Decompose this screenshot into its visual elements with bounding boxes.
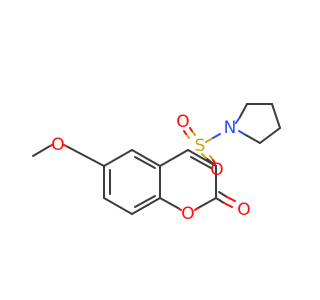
- nitrogen-label: N: [224, 118, 237, 138]
- bond-c3-s-yellow: [201, 153, 207, 159]
- bond-s-o-top-b-red: [189, 127, 193, 132]
- bond-c2-carbonyl-2-red: [226, 196, 236, 202]
- bond-c4-n-blue: [238, 130, 245, 135]
- bond-c2-o1: [197, 197, 217, 209]
- sulfonyl-oxygen-top-label: O: [176, 112, 189, 132]
- bond-n-c1: [239, 103, 248, 118]
- carbonyl-oxygen-label: O: [237, 200, 250, 220]
- bond-c3-s: [205, 157, 217, 167]
- bond-c2-c3: [271, 103, 281, 129]
- bond-c4-c3-inner: [190, 156, 212, 169]
- bond-s-o-bottom-a-red: [212, 159, 216, 164]
- bond-o1-c8a: [159, 197, 179, 209]
- bond-c5-c4a-inner: [134, 156, 156, 169]
- bond-c6-c5: [103, 149, 133, 167]
- bond-c4-n: [243, 133, 261, 144]
- sulfur-label: S: [195, 136, 206, 156]
- bond-c2-carbonyl-red: [223, 202, 233, 208]
- bond-c8-c7: [103, 197, 133, 215]
- bond-methyl-o: [32, 145, 51, 157]
- bond-c4a-c4: [159, 149, 189, 167]
- bond-c8a-c8: [131, 197, 161, 215]
- bond-c3-c4: [259, 127, 281, 144]
- bond-methyl-o-red: [49, 144, 53, 147]
- sulfonyl-oxygen-bottom-label: O: [210, 160, 223, 180]
- bond-o-c6: [67, 146, 105, 167]
- bond-c2-carbonyl: [215, 197, 225, 204]
- bond-c2-o1-red: [194, 207, 199, 211]
- bond-c8a-c8-inner: [134, 195, 156, 208]
- bond-c2-carbonyl-2: [218, 191, 228, 198]
- bond-s-n-yellow: [205, 137, 214, 143]
- bond-s-o-top-a-red: [183, 130, 187, 135]
- bond-n-c1-blue: [235, 116, 241, 124]
- methoxy-oxygen-label: O: [51, 135, 64, 155]
- bond-s-n-blue: [212, 133, 221, 139]
- molecule-structure: O O O S O O N: [32, 103, 281, 224]
- ring-oxygen-label: O: [181, 204, 194, 224]
- bond-c5-c4a: [131, 149, 161, 167]
